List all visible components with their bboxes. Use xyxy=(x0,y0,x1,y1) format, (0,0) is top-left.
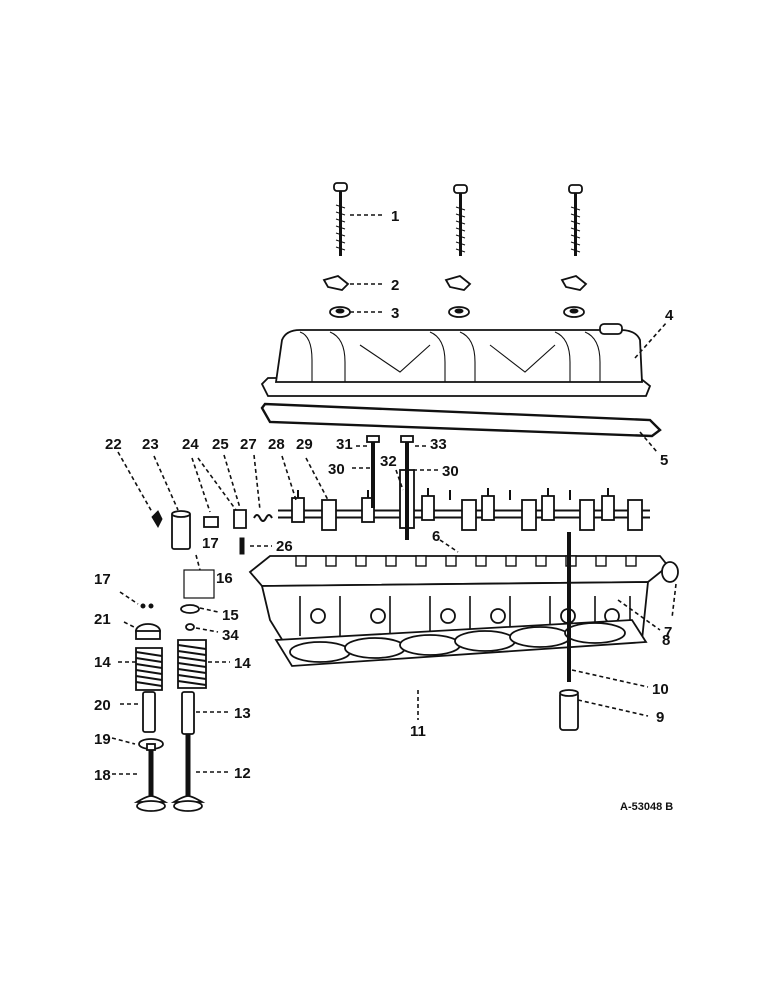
cover-gasket xyxy=(260,402,662,438)
callout-22: 22 xyxy=(105,436,122,453)
callout-16: 16 xyxy=(216,570,233,587)
callout-labels: 1 2 3 4 5 6 7 8 9 10 11 12 13 14 14 34 1… xyxy=(94,208,674,813)
exhaust-valve xyxy=(170,734,206,812)
callout-7: 7 xyxy=(664,624,672,641)
callout-10: 10 xyxy=(652,681,669,698)
bolt-clips xyxy=(322,275,588,291)
callout-30b: 30 xyxy=(442,463,459,480)
callout-3: 3 xyxy=(391,305,399,322)
callout-27: 27 xyxy=(240,436,257,453)
callout-11: 11 xyxy=(410,723,426,740)
diagram-code: A-53048 B xyxy=(620,801,673,813)
callout-1: 1 xyxy=(391,208,399,225)
callout-23: 23 xyxy=(142,436,159,453)
callout-4: 4 xyxy=(665,307,674,324)
rocker-arm-assembly xyxy=(278,435,650,540)
cover-bolts xyxy=(333,182,583,256)
loose-parts-left xyxy=(133,509,273,812)
intake-valve xyxy=(133,750,169,812)
callout-30a: 30 xyxy=(328,461,345,478)
callout-9: 9 xyxy=(656,709,664,726)
callout-17a: 17 xyxy=(94,571,111,588)
callout-21: 21 xyxy=(94,611,111,628)
leader-lines xyxy=(111,214,677,775)
bolt-washers xyxy=(329,306,585,318)
callout-24: 24 xyxy=(182,436,199,453)
callout-33: 33 xyxy=(430,436,447,453)
callout-32: 32 xyxy=(380,453,397,470)
callout-25: 25 xyxy=(212,436,229,453)
callout-2: 2 xyxy=(391,277,399,294)
callout-29: 29 xyxy=(296,436,313,453)
valve-spring-right xyxy=(177,639,207,689)
callout-14b: 14 xyxy=(234,655,251,672)
callout-13: 13 xyxy=(234,705,251,722)
callout-26: 26 xyxy=(276,538,293,555)
callout-8: 8 xyxy=(662,632,670,649)
callout-15: 15 xyxy=(222,607,239,624)
valve-cover xyxy=(260,323,652,397)
callout-28: 28 xyxy=(268,436,285,453)
callout-18: 18 xyxy=(94,767,111,784)
callout-14a: 14 xyxy=(94,654,111,671)
callout-5: 5 xyxy=(660,452,668,469)
callout-12: 12 xyxy=(234,765,251,782)
callout-31: 31 xyxy=(336,436,353,453)
valve-spring-left xyxy=(135,647,163,691)
callout-19: 19 xyxy=(94,731,111,748)
head-gasket xyxy=(274,619,648,667)
push-rod-and-tappet xyxy=(559,532,579,731)
callout-20: 20 xyxy=(94,697,111,714)
callout-6: 6 xyxy=(432,528,440,545)
callout-17b: 17 xyxy=(202,535,219,552)
callout-34: 34 xyxy=(222,627,239,644)
